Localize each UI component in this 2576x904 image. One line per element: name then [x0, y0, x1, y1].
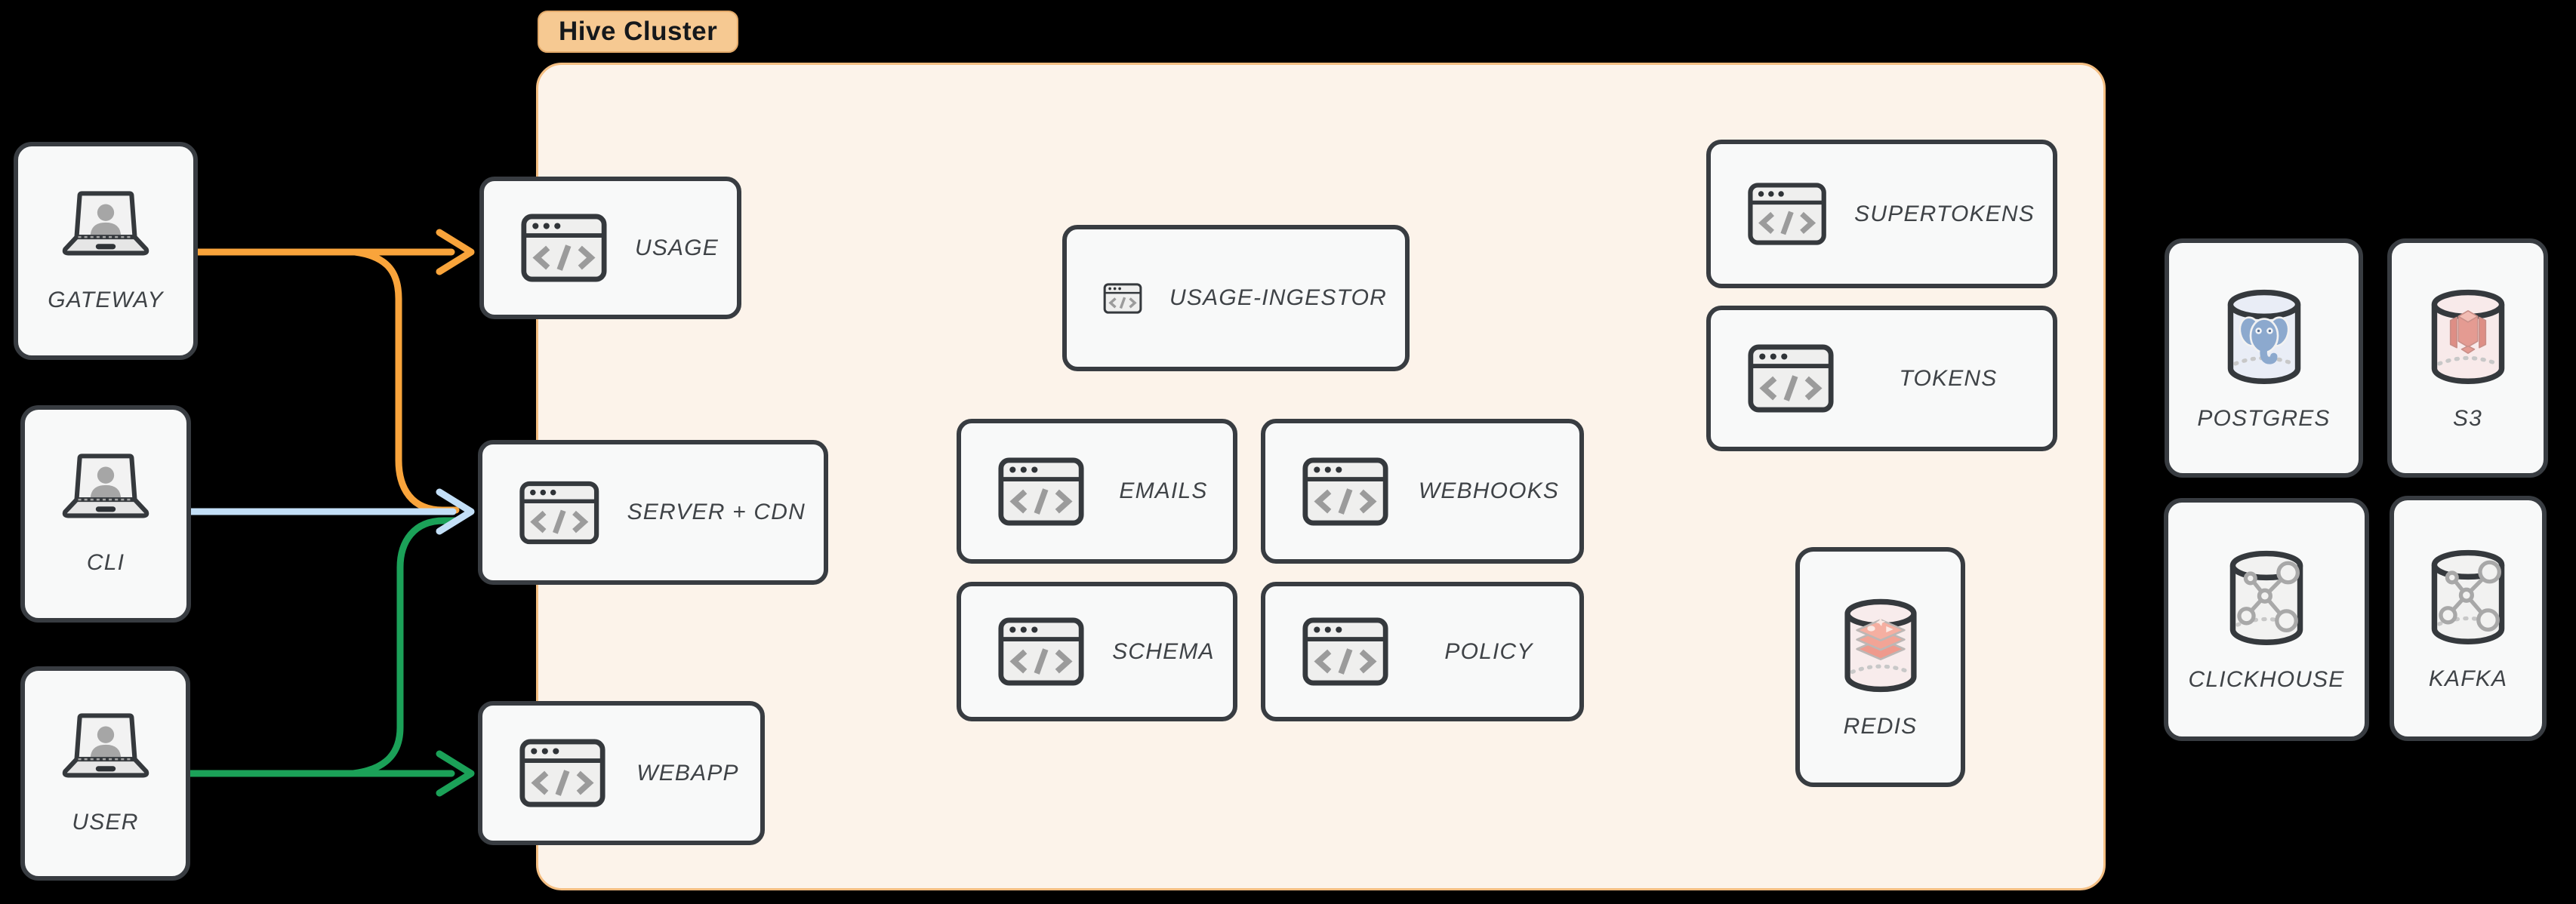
- client-label: GATEWAY: [48, 287, 164, 312]
- service-label: TOKENS: [1899, 365, 1998, 391]
- datastore-node-kafka[interactable]: KAFKA: [2390, 496, 2547, 741]
- edge-gateway-servercdn[interactable]: [351, 248, 460, 514]
- datastore-node-clickhouse[interactable]: CLICKHOUSE: [2164, 498, 2369, 741]
- datastore-node-s3[interactable]: S3: [2387, 238, 2548, 478]
- edge-user-servercdn[interactable]: [350, 517, 460, 777]
- service-node-webapp[interactable]: WEBAPP: [478, 701, 765, 845]
- client-node-gateway[interactable]: GATEWAY: [14, 142, 198, 360]
- clickhouse-database-icon: [2229, 550, 2303, 645]
- code-window-icon: [1302, 457, 1388, 525]
- service-node-schema[interactable]: SCHEMA: [957, 582, 1237, 721]
- laptop-user-icon: [62, 454, 149, 518]
- code-window-icon: [998, 457, 1084, 525]
- datastore-node-postgres[interactable]: POSTGRES: [2165, 238, 2363, 478]
- datastore-label: POSTGRES: [2197, 405, 2331, 431]
- edge-cli-servercdn-arrowhead: [436, 488, 475, 535]
- service-node-server-cdn[interactable]: SERVER + CDN: [478, 440, 828, 585]
- molecule-icon: [2439, 560, 2502, 632]
- hive-cluster-badge[interactable]: Hive Cluster: [538, 11, 739, 53]
- service-label: WEBAPP: [636, 760, 739, 786]
- service-node-supertokens[interactable]: SUPERTOKENS: [1706, 140, 2057, 288]
- datastore-label: S3: [2452, 405, 2483, 431]
- client-node-user[interactable]: USER: [20, 666, 190, 881]
- service-label: SERVER + CDN: [627, 500, 806, 524]
- code-window-icon: [519, 481, 599, 544]
- service-label: USAGE-INGESTOR: [1169, 285, 1387, 310]
- kafka-database-icon: [2431, 549, 2505, 644]
- service-node-usage-ingestor[interactable]: USAGE-INGESTOR: [1062, 225, 1410, 371]
- service-node-policy[interactable]: POLICY: [1261, 582, 1584, 721]
- postgres-elephant-icon: [2238, 315, 2290, 364]
- edge-user-webapp-arrowhead: [436, 750, 475, 797]
- client-node-cli[interactable]: CLI: [20, 405, 191, 623]
- molecule-icon: [2237, 561, 2300, 633]
- service-node-redis[interactable]: REDIS: [1795, 547, 1965, 787]
- client-label: CLI: [86, 550, 125, 575]
- service-label: USAGE: [634, 235, 719, 260]
- service-label: WEBHOOKS: [1418, 478, 1560, 503]
- service-label: SUPERTOKENS: [1854, 201, 2035, 226]
- code-window-icon: [1748, 183, 1826, 245]
- code-window-icon: [998, 617, 1084, 686]
- s3-cubes-icon: [2449, 309, 2486, 354]
- s3-database-icon: [2431, 289, 2504, 384]
- postgres-database-icon: [2227, 289, 2300, 384]
- service-node-tokens[interactable]: TOKENS: [1706, 306, 2057, 451]
- service-label: REDIS: [1843, 714, 1918, 739]
- datastore-label: CLICKHOUSE: [2188, 667, 2345, 692]
- client-label: USER: [72, 810, 139, 835]
- code-window-icon: [1302, 617, 1388, 686]
- datastore-label: KAFKA: [2428, 666, 2508, 691]
- edge-gateway-usage-arrowhead: [436, 229, 475, 275]
- redis-database-icon: [1844, 598, 1917, 693]
- code-window-icon: [1748, 344, 1834, 413]
- service-label: SCHEMA: [1112, 638, 1215, 664]
- service-node-webhooks[interactable]: WEBHOOKS: [1261, 419, 1584, 564]
- service-node-emails[interactable]: EMAILS: [957, 419, 1237, 564]
- laptop-user-icon: [62, 713, 149, 778]
- code-window-icon: [519, 739, 605, 807]
- code-window-icon: [1103, 282, 1142, 314]
- service-label: EMAILS: [1119, 478, 1208, 503]
- code-window-icon: [521, 214, 607, 282]
- service-label: POLICY: [1444, 638, 1533, 664]
- laptop-user-icon: [62, 190, 149, 255]
- service-node-usage[interactable]: USAGE: [479, 177, 741, 319]
